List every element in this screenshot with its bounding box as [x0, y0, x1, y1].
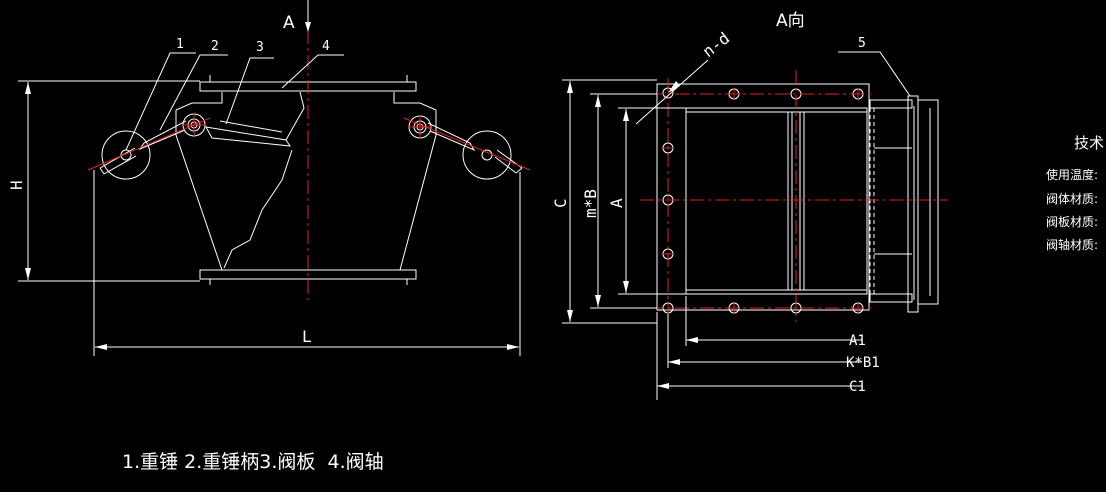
view-a-arrow-label: A	[283, 13, 295, 33]
tech-line-body-material: 阀体材质:	[1046, 192, 1098, 206]
tech-notes: 技术 使用温度: 阀体材质: 阀板材质: 阀轴材质:	[1046, 134, 1104, 252]
tech-line-temperature: 使用温度:	[1046, 167, 1098, 182]
callout-1: 1	[176, 37, 184, 52]
tech-line-shaft-material: 阀轴材质:	[1046, 237, 1098, 252]
shaft-plate	[907, 95, 919, 313]
callout-3: 3	[256, 40, 264, 55]
dim-mb-label: m*B	[581, 189, 600, 218]
a-view: A向	[551, 11, 948, 400]
tech-line-plate-material: 阀板材质:	[1046, 215, 1098, 229]
right-counterweight	[462, 130, 512, 180]
side-view: A 1 2 3 4 H L	[7, 0, 531, 356]
valve-plate	[205, 126, 292, 147]
callout-4: 4	[322, 39, 330, 54]
inner-opening	[685, 107, 868, 295]
bottom-flange	[199, 269, 417, 280]
dim-c1-label: C1	[849, 379, 866, 395]
dim-a-label: A	[607, 198, 626, 208]
outer-flange	[656, 83, 870, 311]
view-a-title: A向	[776, 11, 805, 31]
dim-a1-label: A1	[849, 333, 866, 349]
parts-legend: 1.重锤 2.重锤柄3.阀板 4.阀轴	[122, 451, 384, 473]
dim-nd-label: n-d	[699, 28, 733, 61]
left-counterweight	[101, 130, 151, 180]
callout-5: 5	[858, 36, 866, 51]
callout-2: 2	[211, 39, 219, 54]
dim-kb1-label: K*B1	[846, 355, 880, 371]
dim-h-label: H	[7, 180, 26, 190]
dim-l-label: L	[302, 327, 312, 346]
dim-c-label: C	[551, 198, 570, 208]
tech-title: 技术	[1074, 134, 1104, 152]
